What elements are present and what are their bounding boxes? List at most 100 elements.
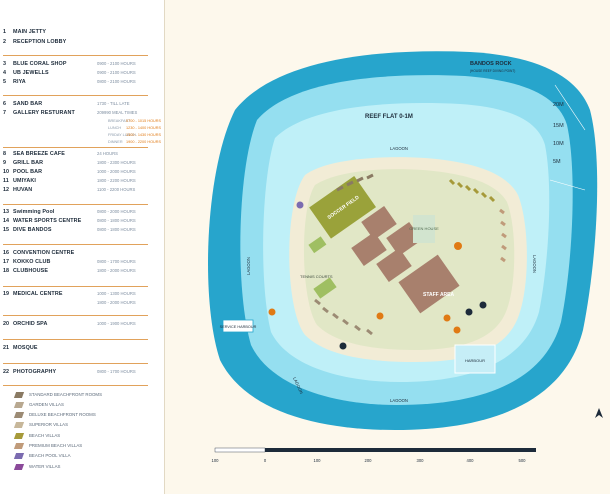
legend-hours: 1100 - 2200 HOURS [97,187,136,192]
lagoon-label-west: LAGOON [246,257,251,275]
legend-name: MOSQUE [13,345,38,351]
scale-label: 300 [417,458,425,463]
legend-divider [3,147,148,148]
legend-number: 1 [3,29,6,35]
legend-hours: 1730 - TILL LATE [97,101,130,106]
legend-divider [3,315,148,316]
legend-hours: 1800 - 2000 HOURS [97,268,136,273]
legend-name: SAND BAR [13,101,43,107]
legend-hours: 209990 MEAL TIMES [97,110,138,115]
legend-row: 16 CONVENTION CENTRE [0,250,165,259]
meal-hours: 1900 - 2200 HOURS [126,140,162,144]
villa-swatch-icon [13,402,25,408]
scale-label: 500 [519,458,527,463]
lagoon-label-north: LAGOON [390,146,408,151]
island-map: SOCCER FIELD STAFF AREA GREEN HOUSE TENN… [165,0,610,494]
depth-label: 5M [553,159,561,165]
tennis-courts-label: TENNIS COURTS [300,274,333,279]
legend-row: 21 MOSQUE [0,345,165,354]
legend-number: 16 [3,250,9,256]
legend-name: GALLERY RESTURANT [13,110,75,116]
legend-name: CONVENTION CENTRE [13,250,75,256]
villa-key-row: BEACH POOL VILLA [0,452,165,462]
legend-number: 4 [3,70,6,76]
legend-number: 20 [3,321,9,327]
legend-hours: 0800 - 2000 HOURS [97,209,136,214]
legend-number: 15 [3,227,9,233]
north-arrow-icon [595,408,603,418]
service-harbour [222,319,254,333]
scale-label: 100 [212,458,220,463]
legend-row: 12 HUVAN 1100 - 2200 HOURS [0,187,165,196]
legend-divider [3,385,148,386]
villa-key-label: BEACH VILLAS [29,433,61,438]
scale-label: 200 [365,458,373,463]
soccer-field [309,175,377,239]
legend-number: 13 [3,209,9,215]
depth-label: 10M [553,141,564,147]
villa-swatch-icon [13,422,25,428]
villa-swatch-icon [13,443,25,449]
service-harbour-label: SERVICE HARBOUR [220,325,257,329]
legend-row: 7 GALLERY RESTURANT 209990 MEAL TIMES [0,110,165,119]
villa-key-label: WATER VILLAS [29,464,61,469]
legend-number: 3 [3,61,6,67]
depth-label: 15M [553,123,564,129]
villa-key-label: SUPERIOR VILLAS [29,422,69,427]
lagoon-label-east: LAGOON [532,255,537,273]
meal-label: FRIDAY LUNCH [108,133,136,137]
legend-name: GRILL BAR [13,160,44,166]
legend-number: 9 [3,160,6,166]
legend-number: 10 [3,169,9,175]
legend-number: 12 [3,187,9,193]
harbour [454,344,496,374]
legend-name: SEA BREEZE CAFE [13,151,65,157]
legend-name: ORCHID SPA [13,321,48,327]
villa-key-label: GARDEN VILLAS [29,402,64,407]
legend-hours: 1000 - 1300 HOURS [97,291,136,296]
meal-hours: 1230 - 1400 HOURS [126,126,162,130]
legend-name: PHOTOGRAPHY [13,369,57,375]
scale-label: 100 [314,458,322,463]
legend-name: RECEPTION LOBBY [13,39,67,45]
legend-number: 21 [3,345,9,351]
green-house-label: GREEN HOUSE [409,226,439,231]
legend-name: DIVE BANDOS [13,227,52,233]
legend-hours: 0800 - 1800 HOURS [97,218,136,223]
legend-number: 18 [3,268,9,274]
legend-divider [3,204,148,205]
green-house [413,215,435,243]
legend-hours: 24 HOURS [97,151,118,156]
legend-divider [3,339,148,340]
legend-name: MEDICAL CENTRE [13,291,63,297]
legend-row: 19 MEDICAL CENTRE 1000 - 1300 HOURS [0,291,165,300]
legend-hours: 0900 - 2100 HOURS [97,61,136,66]
depth-label: 20M [553,102,564,108]
scale-label: 400 [467,458,475,463]
villa-key-row: SUPERIOR VILLAS [0,421,165,431]
legend-number: 19 [3,291,9,297]
legend-number: 6 [3,101,6,107]
legend-name: UB JEWELLS [13,70,49,76]
villa-swatch-icon [13,412,25,418]
depth-line [554,84,586,131]
legend-number: 2 [3,39,6,45]
lagoon-label-south: LAGOON [390,398,408,403]
staff-area-label: STAFF AREA [423,292,454,298]
meal-label: DINNER [108,140,123,144]
legend-name: HUVAN [13,187,33,193]
legend-number: 7 [3,110,6,116]
villa-key-label: BEACH POOL VILLA [29,453,71,458]
